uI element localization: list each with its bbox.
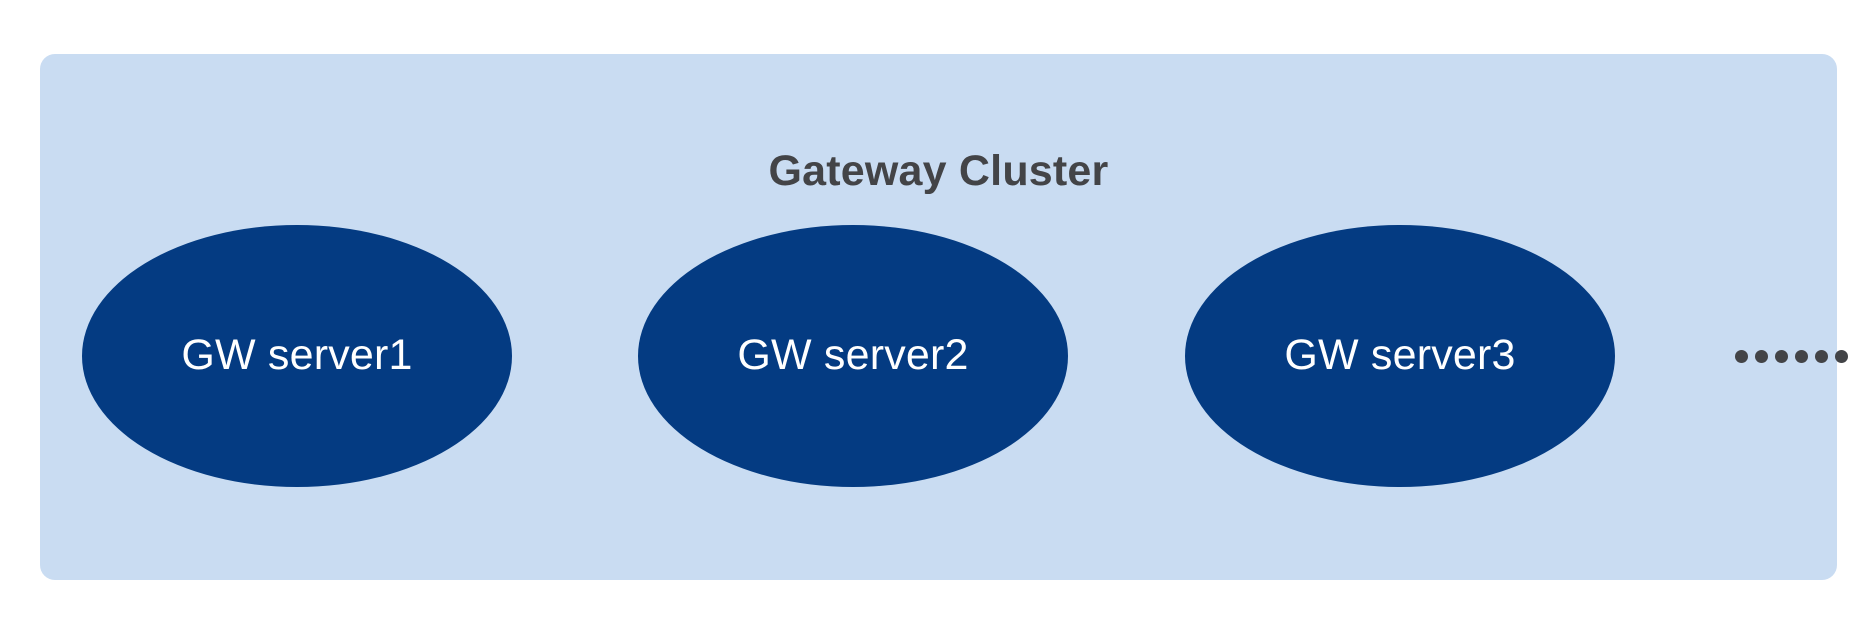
gateway-node-gw-server2[interactable]: GW server2 bbox=[638, 225, 1068, 487]
ellipsis-dot bbox=[1835, 349, 1848, 363]
ellipsis-dot bbox=[1775, 349, 1788, 363]
gateway-node-row: GW server1 GW server2 GW server3 bbox=[82, 225, 1848, 487]
cluster-title: Gateway Cluster bbox=[768, 147, 1109, 195]
gateway-node-gw-server3[interactable]: GW server3 bbox=[1185, 225, 1615, 487]
gateway-node-label: GW server2 bbox=[737, 330, 969, 379]
gateway-node-gw-server1[interactable]: GW server1 bbox=[82, 225, 512, 487]
gateway-node-label: GW server3 bbox=[1284, 330, 1516, 379]
ellipsis-dot bbox=[1815, 349, 1828, 363]
ellipsis-dot bbox=[1735, 349, 1748, 363]
ellipsis-dot bbox=[1755, 349, 1768, 363]
gateway-node-label: GW server1 bbox=[181, 330, 413, 379]
more-nodes-ellipsis-icon bbox=[1735, 349, 1848, 363]
gateway-cluster-panel: Gateway Cluster GW server1 GW server2 GW… bbox=[40, 54, 1848, 580]
ellipsis-dot bbox=[1795, 349, 1808, 363]
